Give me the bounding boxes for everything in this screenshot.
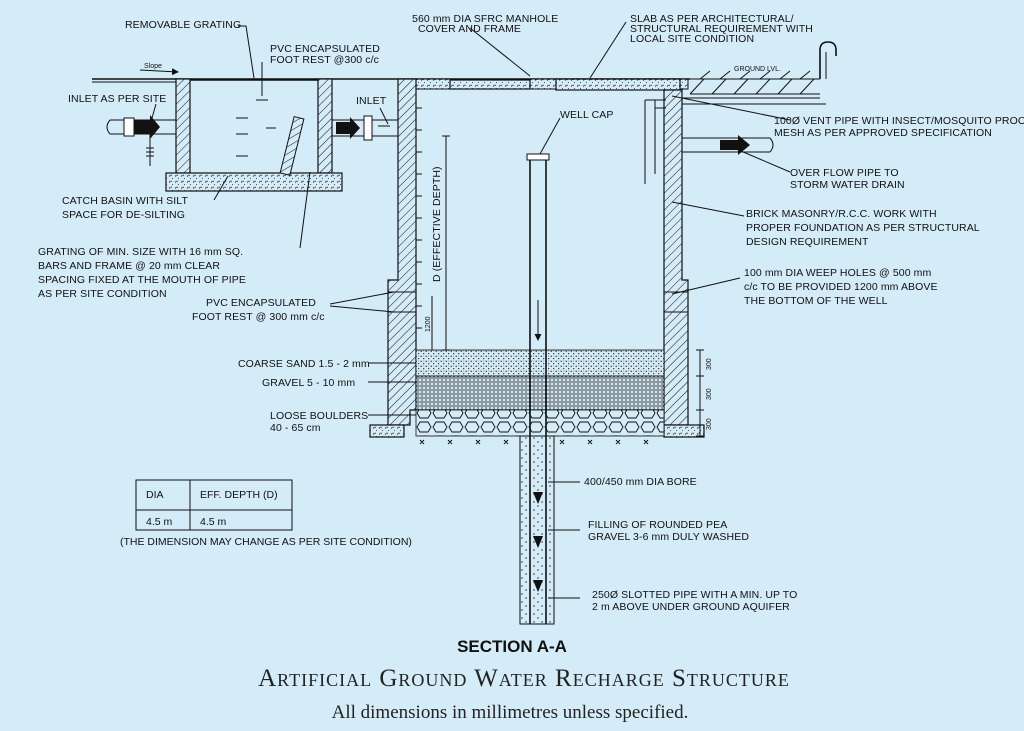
table-header-dia: DIA: [146, 489, 164, 501]
label-boulders-1: LOOSE BOULDERS: [270, 410, 368, 422]
label-overflow-1: OVER FLOW PIPE TO: [790, 167, 899, 179]
label-weep-1: 100 mm DIA WEEP HOLES @ 500 mm: [744, 267, 932, 279]
layer-dimensions: [696, 349, 704, 437]
table-note: (THE DIMENSION MAY CHANGE AS PER SITE CO…: [120, 536, 412, 548]
label-overflow-2: STORM WATER DRAIN: [790, 179, 905, 191]
label-filling-1: FILLING OF ROUNDED PEA: [588, 519, 727, 531]
table-cell-dia: 4.5 m: [146, 516, 173, 528]
catch-basin: [106, 78, 398, 192]
label-grating-2: BARS AND FRAME @ 20 mm CLEAR: [38, 260, 220, 272]
label-catch-2: SPACE FOR DE-SILTING: [62, 209, 185, 221]
label-filling-2: GRAVEL 3-6 mm DULY WASHED: [588, 531, 749, 543]
label-vent-2: MESH AS PER APPROVED SPECIFICATION: [774, 127, 992, 139]
label-slab-3: LOCAL SITE CONDITION: [630, 33, 754, 45]
label-manhole-2: COVER AND FRAME: [418, 23, 521, 35]
label-well-cap: WELL CAP: [560, 109, 614, 121]
label-grating-3: SPACING FIXED AT THE MOUTH OF PIPE: [38, 274, 246, 286]
footer: SECTION A-A Artificial Ground Water Rech…: [258, 637, 790, 723]
label-manhole-1: 560 mm DIA SFRC MANHOLE: [412, 13, 558, 25]
label-pvc-foot2-1: PVC ENCAPSULATED: [206, 297, 316, 309]
label-pvc-foot-2: FOOT REST @300 c/c: [270, 54, 379, 66]
label-slab-2: STRUCTURAL REQUIREMENT WITH: [630, 23, 813, 35]
label-weep-2: c/c TO BE PROVIDED 1200 mm ABOVE: [744, 281, 938, 293]
label-slotted-2: 2 m ABOVE UNDER GROUND AQUIFER: [592, 601, 790, 613]
drawing-title: Artificial Ground Water Recharge Structu…: [258, 665, 790, 692]
label-boulders-2: 40 - 65 cm: [270, 422, 321, 434]
label-slotted-1: 250Ø SLOTTED PIPE WITH A MIN. UP TO: [592, 589, 797, 601]
label-dim-300-c: 300: [706, 418, 713, 430]
dimension-table: DIA EFF. DEPTH (D) 4.5 m 4.5 m (THE DIME…: [120, 479, 412, 548]
leader-lines: [151, 21, 791, 599]
label-ground-level: GROUND LVL.: [734, 66, 781, 73]
label-removable-grating: REMOVABLE GRATING: [125, 19, 241, 31]
label-brick-1: BRICK MASONRY/R.C.C. WORK WITH: [746, 208, 937, 220]
recharge-well: [369, 41, 837, 445]
table-cell-depth: 4.5 m: [200, 516, 227, 528]
label-dim-300-a: 300: [706, 358, 713, 370]
section-label: SECTION A-A: [457, 637, 567, 656]
label-pvc-foot-1: PVC ENCAPSULATED: [270, 43, 380, 55]
foot-rests: [416, 107, 422, 329]
label-brick-3: DESIGN REQUIREMENT: [746, 236, 869, 248]
label-effective-depth: D (EFFECTIVE DEPTH): [431, 166, 443, 282]
label-inlet-site: INLET AS PER SITE: [68, 93, 166, 105]
slab: [397, 78, 689, 91]
label-catch-1: CATCH BASIN WITH SILT: [62, 195, 188, 207]
label-bore: 400/450 mm DIA BORE: [584, 476, 697, 488]
label-gravel: GRAVEL 5 - 10 mm: [262, 377, 355, 389]
label-pvc-foot2-2: FOOT REST @ 300 mm c/c: [192, 311, 325, 323]
label-inlet: INLET: [356, 95, 387, 107]
label-slope: Slope: [144, 63, 162, 70]
label-vent-1: 100Ø VENT PIPE WITH INSECT/MOSQUITO PROO…: [774, 115, 1024, 127]
annotations: REMOVABLE GRATING 560 mm DIA SFRC MANHOL…: [38, 13, 1024, 613]
label-grating-4: AS PER SITE CONDITION: [38, 288, 167, 300]
label-slab-1: SLAB AS PER ARCHITECTURAL/: [630, 13, 794, 25]
drawing-subtitle: All dimensions in millimetres unless spe…: [332, 702, 689, 723]
label-weep-3: THE BOTTOM OF THE WELL: [744, 295, 888, 307]
label-coarse-sand: COARSE SAND 1.5 - 2 mm: [238, 358, 370, 370]
table-header-depth: EFF. DEPTH (D): [200, 489, 278, 501]
label-grating-1: GRATING OF MIN. SIZE WITH 16 mm SQ.: [38, 246, 243, 258]
label-brick-2: PROPER FOUNDATION AS PER STRUCTURAL: [746, 222, 980, 234]
label-dim-1200: 1200: [425, 316, 432, 332]
label-dim-300-b: 300: [706, 388, 713, 400]
